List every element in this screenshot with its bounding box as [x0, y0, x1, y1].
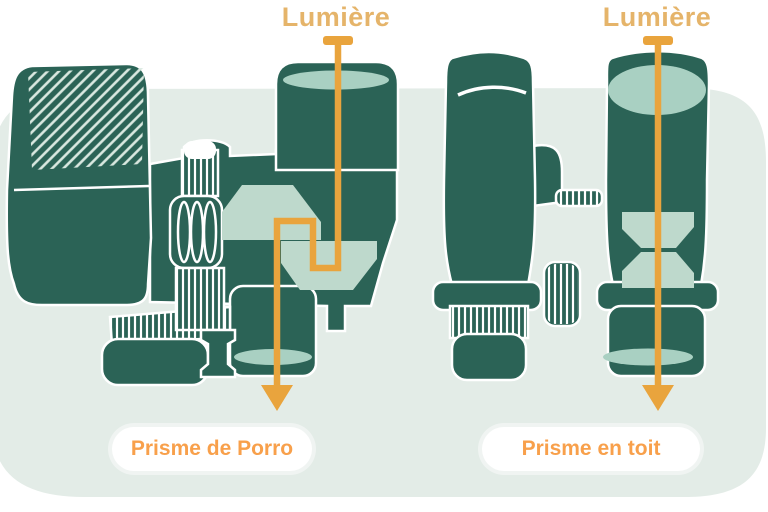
roof-light-path — [642, 36, 674, 411]
roof-focus-wheel-texture — [546, 264, 578, 324]
roof-left-tube — [442, 50, 537, 287]
roof-bottom-lens — [603, 348, 693, 366]
light-label-right: Lumière — [602, 2, 712, 32]
porro-light-path — [261, 36, 353, 411]
hinge-knurl-bottom-texture — [176, 268, 224, 330]
light-label-left: Lumière — [281, 2, 391, 32]
porro-eyecup — [100, 337, 210, 387]
hinge-cap — [184, 141, 216, 159]
caption-pill-porro: Prisme de Porro — [112, 427, 312, 471]
hinge-pillar — [199, 328, 237, 379]
roof-bridge-knurl-texture — [556, 190, 602, 206]
porro-prism-upper — [222, 185, 321, 240]
arrowhead-down-icon — [261, 385, 293, 411]
caption-pill-roof: Prisme en toit — [482, 427, 700, 471]
caption-roof-label: Prisme en toit — [521, 437, 661, 460]
roof-left-eyecup — [450, 332, 528, 382]
roof-left-ring-knurling — [450, 306, 528, 338]
porro-eyepiece-lens — [234, 349, 312, 365]
light-entry-bar — [643, 36, 673, 45]
barrel-detail-line — [13, 184, 150, 192]
light-entry-bar — [323, 36, 353, 45]
arrowhead-down-icon — [642, 385, 674, 411]
tube-highlight-arc — [457, 85, 527, 97]
caption-porro-label: Prisme de Porro — [130, 437, 294, 460]
barrel-grip-texture — [28, 68, 144, 170]
focus-wheel-ridge — [202, 200, 218, 264]
zigzag-down-arrow-icon — [273, 45, 342, 387]
